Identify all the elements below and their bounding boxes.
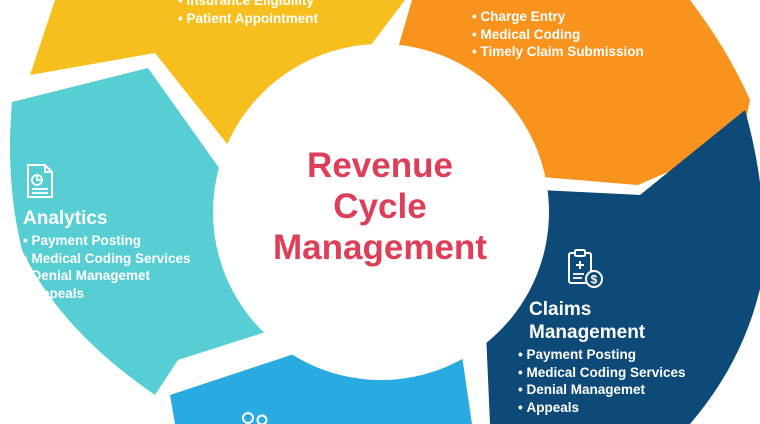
- list-item: Payment Posting: [23, 232, 191, 250]
- list-item: Payment Posting: [518, 346, 686, 364]
- segment-top-left-text: Insurance Eligibility Patient Appointmen…: [178, 0, 318, 27]
- segment-left-text: Analytics Payment Posting Medical Coding…: [23, 207, 191, 302]
- analytics-title: Analytics: [23, 208, 108, 229]
- segment-top-right-text: Charge Entry Medical Coding Timely Claim…: [472, 8, 644, 61]
- center-title: Revenue Cycle Management: [230, 145, 530, 268]
- top-left-list: Insurance Eligibility Patient Appointmen…: [178, 0, 318, 27]
- list-item: Timely Claim Submission: [472, 43, 643, 61]
- claims-title-line1: Claims: [529, 299, 592, 320]
- report-document-icon: [27, 164, 53, 198]
- top-right-list: Charge Entry Medical Coding Timely Claim…: [472, 8, 644, 61]
- list-item: Medical Coding: [472, 26, 644, 44]
- center-circle: [213, 44, 549, 380]
- analytics-list: Payment Posting Medical Coding Services …: [23, 232, 191, 303]
- list-item: Charge Entry: [472, 8, 644, 26]
- segment-right-text: Claims Management Payment Posting Medica…: [526, 298, 685, 416]
- list-item: Denial Managemet: [518, 381, 686, 399]
- people-icon: [242, 412, 268, 424]
- list-item: Medical Coding Services: [518, 364, 685, 382]
- center-title-line1: Revenue: [307, 146, 453, 185]
- list-item: Medical Coding Services: [23, 250, 190, 268]
- list-item: Insurance Eligibility: [178, 0, 318, 10]
- list-item: Appeals: [518, 399, 686, 417]
- list-item: Denial Managemet: [23, 267, 191, 285]
- list-item: Appeals: [23, 285, 191, 303]
- center-title-line2: Cycle: [333, 187, 427, 226]
- clipboard-dollar-icon: $: [568, 249, 603, 288]
- claims-list: Payment Posting Medical Coding Services …: [518, 346, 686, 417]
- center-title-line3: Management: [273, 228, 487, 267]
- claims-title-line2: Management: [529, 322, 646, 343]
- svg-text:$: $: [591, 273, 598, 287]
- segment-top-left: [30, 0, 405, 150]
- list-item: Patient Appointment: [178, 10, 318, 28]
